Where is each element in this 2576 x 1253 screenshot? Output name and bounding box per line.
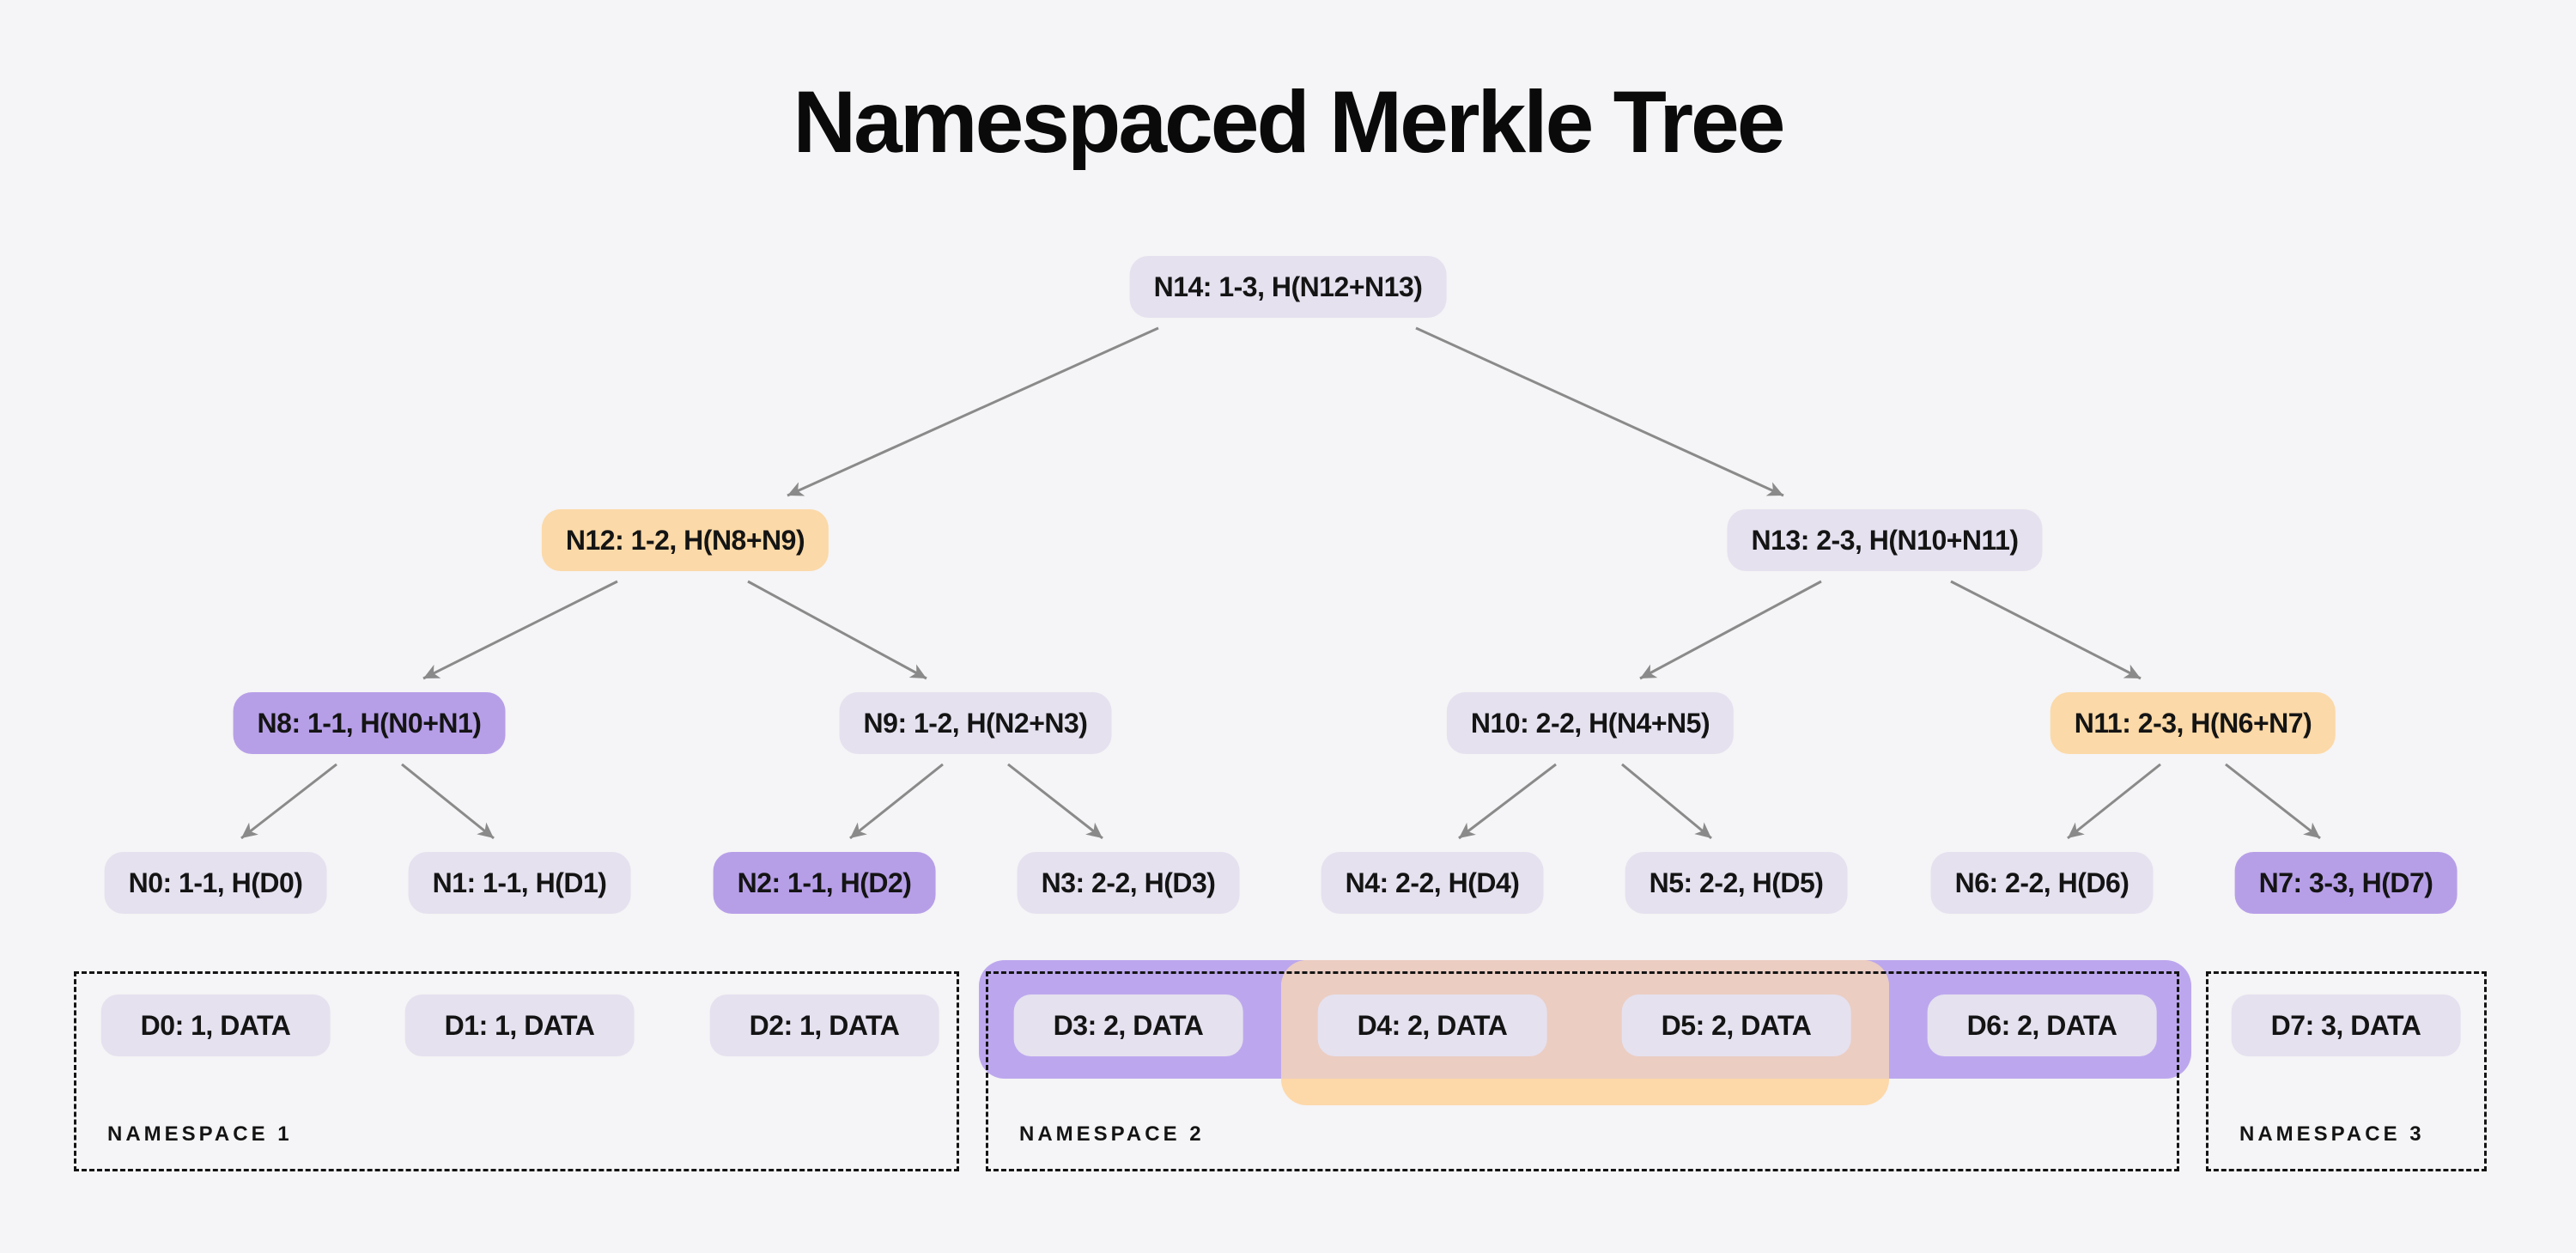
edge-n14-n13 [1415, 326, 1784, 497]
tree-node-n6: N6: 2-2, H(D6) [1930, 852, 2154, 914]
edge-n12-n8 [422, 580, 618, 680]
tree-node-n12: N12: 1-2, H(N8+N9) [541, 509, 829, 571]
edge-n8-n0 [240, 763, 337, 840]
edge-n14-n12 [787, 326, 1159, 497]
tree-node-n13: N13: 2-3, H(N10+N11) [1727, 509, 2043, 571]
data-share-d6: D6: 2, DATA [1927, 994, 2157, 1056]
namespace-3-label: NAMESPACE 3 [2239, 1122, 2425, 1146]
data-share-d4: D4: 2, DATA [1317, 994, 1547, 1056]
edge-n11-n6 [2067, 763, 2161, 840]
edge-n9-n2 [849, 763, 944, 840]
edge-n10-n4 [1458, 763, 1557, 840]
data-share-d7: D7: 3, DATA [2231, 994, 2461, 1056]
tree-node-n5: N5: 2-2, H(D5) [1625, 852, 1848, 914]
tree-node-n7: N7: 3-3, H(D7) [2234, 852, 2458, 914]
namespace-3-box: NAMESPACE 3 [2206, 971, 2487, 1171]
data-share-d0: D0: 1, DATA [100, 994, 331, 1056]
tree-node-n1: N1: 1-1, H(D1) [408, 852, 631, 914]
namespace-1-box: NAMESPACE 1 [74, 971, 959, 1171]
namespace-2-label: NAMESPACE 2 [1019, 1122, 1205, 1146]
namespace-2-box: NAMESPACE 2 [986, 971, 2179, 1171]
tree-node-n8: N8: 1-1, H(N0+N1) [233, 692, 506, 754]
tree-node-n3: N3: 2-2, H(D3) [1017, 852, 1240, 914]
tree-node-n10: N10: 2-2, H(N4+N5) [1446, 692, 1735, 754]
data-share-d2: D2: 1, DATA [709, 994, 939, 1056]
diagram-title: Namespaced Merkle Tree [793, 73, 1785, 171]
tree-node-n2: N2: 1-1, H(D2) [713, 852, 936, 914]
tree-node-n0: N0: 1-1, H(D0) [104, 852, 327, 914]
edge-n12-n9 [747, 580, 927, 680]
edge-n13-n11 [1950, 580, 2142, 680]
edge-n13-n10 [1639, 580, 1822, 680]
data-share-d3: D3: 2, DATA [1013, 994, 1243, 1056]
tree-node-n14: N14: 1-3, H(N12+N13) [1129, 256, 1447, 318]
edge-n10-n5 [1621, 763, 1712, 840]
data-share-d1: D1: 1, DATA [404, 994, 635, 1056]
edge-n8-n1 [401, 763, 495, 840]
tree-node-n9: N9: 1-2, H(N2+N3) [839, 692, 1112, 754]
edge-n9-n3 [1007, 763, 1103, 840]
namespace-1-label: NAMESPACE 1 [107, 1122, 293, 1146]
tree-node-n11: N11: 2-3, H(N6+N7) [2050, 692, 2336, 754]
data-share-d5: D5: 2, DATA [1621, 994, 1851, 1056]
tree-node-n4: N4: 2-2, H(D4) [1321, 852, 1544, 914]
edge-n11-n7 [2225, 763, 2321, 840]
